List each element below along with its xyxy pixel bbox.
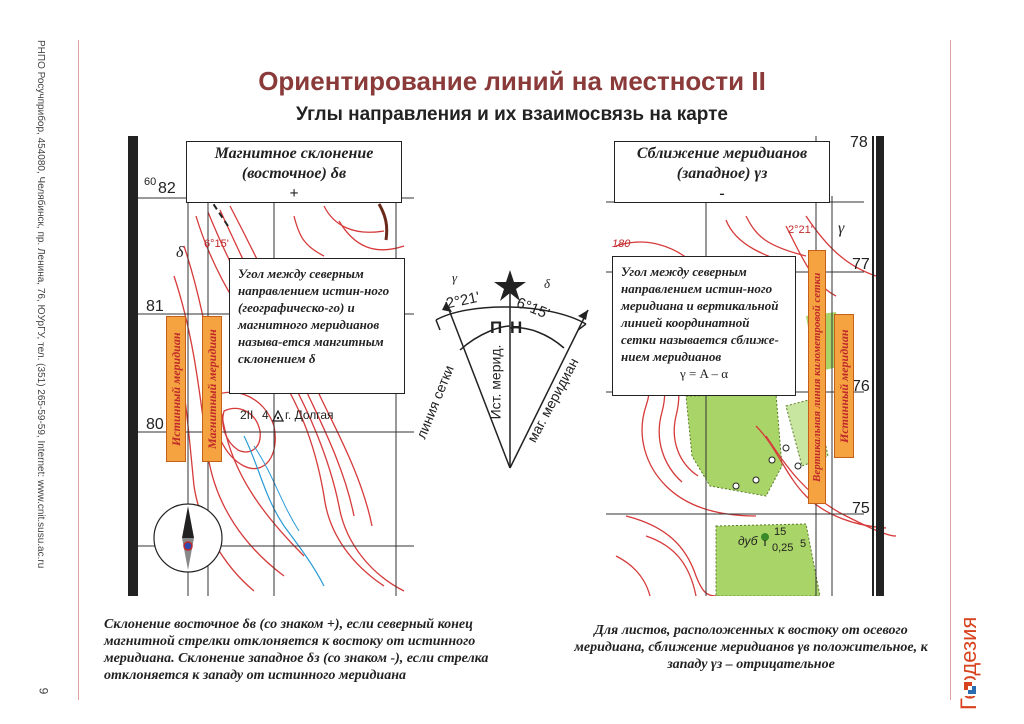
hill-number: 4 <box>262 408 269 422</box>
hill-name: г. Долгая <box>285 408 334 422</box>
center-gamma-symbol: γ <box>452 270 458 285</box>
grid-label-80: 80 <box>146 416 164 433</box>
grid-label-81: 81 <box>146 298 164 315</box>
right-header-line1: Сближение меридианов <box>636 145 808 162</box>
grid-label-78: 78 <box>850 134 868 151</box>
tree-height: 15 <box>774 526 787 538</box>
left-header-box: Магнитное склонение (восточное) δв + <box>186 141 402 203</box>
hill-triangle-icon <box>272 410 284 422</box>
grid-label-60: 60 <box>144 176 157 188</box>
tree-diameter: 0,25 <box>772 542 794 554</box>
contour-label-180: 180 <box>612 238 631 250</box>
page-title: Ориентирование линий на местности II <box>258 66 766 96</box>
caption-left: Склонение восточное δв (со знаком +), ес… <box>104 617 489 683</box>
brand-logo-icon <box>962 680 978 696</box>
label-magnetic-meridian: Магнитный меридиан <box>202 316 222 462</box>
right-margin-rule <box>950 40 951 700</box>
hill-label: 2II <box>240 408 254 422</box>
right-header-box: Сближение меридианов (западное) γз - <box>614 141 830 203</box>
center-p-label: П <box>490 318 503 337</box>
left-header-sign: + <box>289 185 299 202</box>
right-header-line2: (западное) γз <box>676 165 768 182</box>
right-header-sign: - <box>719 185 725 202</box>
caption-right: Для листов, расположенных к востоку от о… <box>574 623 928 672</box>
label-true-meridian-right: Истинный меридиан <box>834 314 854 458</box>
center-true-meridian-label: Ист. мерид. <box>487 344 504 420</box>
tree-spacing: 5 <box>800 538 807 550</box>
grid-label-82: 82 <box>158 180 176 197</box>
page-subtitle: Углы направления и их взаимосвязь на кар… <box>295 104 729 125</box>
publisher-info: РНПО Росучприбор, 454080, Челябинск, пр.… <box>35 40 46 569</box>
left-delta-angle: 6°15' <box>204 238 229 250</box>
label-true-meridian-left: Истинный меридиан <box>166 316 186 462</box>
grid-label-76: 76 <box>852 378 870 395</box>
right-gamma-angle: 2°21' <box>788 224 813 236</box>
center-n-label: Н <box>510 318 523 337</box>
left-margin-rule <box>78 40 79 700</box>
right-gamma-symbol: γ <box>838 220 845 237</box>
center-angle-diagram <box>435 270 589 469</box>
left-header-line1: Магнитное склонение <box>214 145 374 162</box>
right-description-box: Угол между северным направлением истин-н… <box>612 256 796 396</box>
center-delta-symbol: δ <box>544 276 551 291</box>
label-grid-line: Вертикальная линия километровой сетки <box>808 250 826 504</box>
tree-icon <box>761 533 769 546</box>
grid-label-75: 75 <box>852 500 870 517</box>
grid-label-77: 77 <box>852 256 870 273</box>
tree-label: дуб <box>738 534 758 548</box>
left-header-line2: (восточное) δв <box>241 165 347 182</box>
left-delta-symbol: δ <box>176 244 184 261</box>
left-description-box: Угол между северным направлением истин-н… <box>229 258 405 394</box>
page-number: 9 <box>36 687 51 695</box>
right-description-text: Угол между северным направлением истин-н… <box>621 264 779 364</box>
convergence-formula: γ = A – α <box>679 366 729 381</box>
